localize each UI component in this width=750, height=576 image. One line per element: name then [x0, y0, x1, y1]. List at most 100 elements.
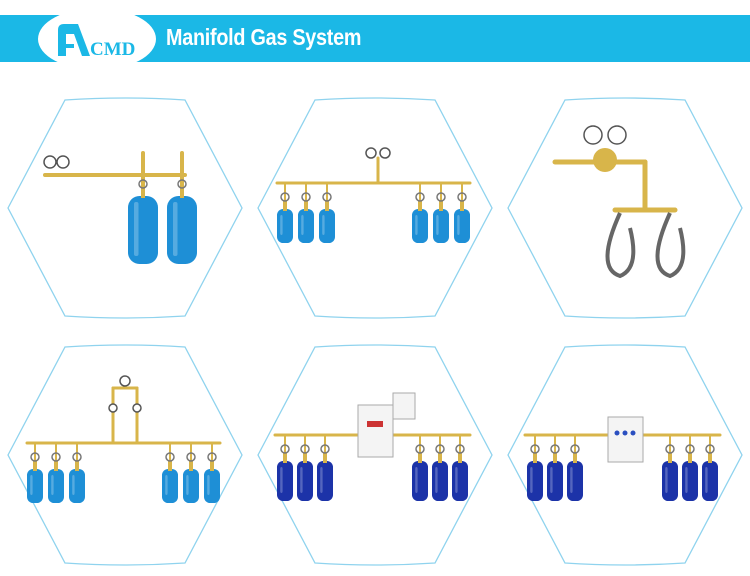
cylinder	[432, 461, 448, 501]
cylinder	[412, 461, 428, 501]
pressure-gauge-icon	[607, 125, 627, 145]
valve	[573, 453, 577, 463]
cylinder-highlight	[570, 467, 573, 493]
valve-handle-icon	[72, 452, 82, 462]
valve-handle-icon	[280, 444, 290, 454]
pressure-gauge-icon	[379, 147, 391, 159]
valve	[283, 201, 287, 211]
cylinder-highlight	[165, 475, 168, 495]
indicator-icon	[614, 430, 620, 436]
cylinder	[128, 196, 158, 264]
cylinder-highlight	[550, 467, 553, 493]
valve-handle-icon	[550, 444, 560, 454]
cylinder-highlight	[280, 215, 283, 235]
valve	[33, 461, 37, 471]
cylinder-highlight	[173, 202, 178, 256]
valve-handle-icon	[177, 179, 187, 189]
cylinder	[527, 461, 543, 501]
valve-handle-icon	[322, 192, 332, 202]
cylinder	[183, 469, 199, 503]
valve	[458, 453, 462, 463]
cylinder	[298, 209, 314, 243]
page-title: Manifold Gas System	[166, 24, 362, 50]
cylinder-highlight	[455, 467, 458, 493]
cylinder	[319, 209, 335, 243]
display	[367, 421, 383, 427]
cylinder	[662, 461, 678, 501]
cylinder	[567, 461, 583, 501]
cylinder	[452, 461, 468, 501]
cylinder-highlight	[457, 215, 460, 235]
cylinder	[412, 209, 428, 243]
pressure-gauge-icon	[43, 155, 57, 169]
cylinder-highlight	[134, 202, 139, 256]
panel-manifold-6-cylinder-control-box	[257, 344, 493, 566]
logo: CMD	[38, 8, 156, 70]
alarm-box	[392, 392, 416, 420]
valve	[668, 453, 672, 463]
valve	[438, 453, 442, 463]
hose	[605, 212, 636, 279]
valve-handle-icon	[51, 452, 61, 462]
cylinder	[167, 196, 197, 264]
valve-handle-icon	[530, 444, 540, 454]
hexagon-frame	[7, 97, 243, 319]
valve	[325, 201, 329, 211]
valve-handle-icon	[665, 444, 675, 454]
panel-regulator-with-hoses	[507, 97, 743, 319]
indicator-icon	[622, 430, 628, 436]
valve-handle-icon	[138, 179, 148, 189]
valve-handle-icon	[436, 192, 446, 202]
cylinder-highlight	[51, 475, 54, 495]
valve	[553, 453, 557, 463]
valve	[180, 188, 184, 198]
valve	[418, 453, 422, 463]
cylinder-highlight	[30, 475, 33, 495]
cylinder-highlight	[186, 475, 189, 495]
cylinder-highlight	[301, 215, 304, 235]
panel-manifold-6-cylinder-tall-regulator	[7, 344, 243, 566]
control-panel	[607, 416, 644, 463]
valve	[75, 461, 79, 471]
valve-handle-icon	[685, 444, 695, 454]
valve-handle-icon	[415, 444, 425, 454]
cylinder-highlight	[207, 475, 210, 495]
cylinder-highlight	[435, 467, 438, 493]
cylinder	[547, 461, 563, 501]
valve	[439, 201, 443, 211]
cylinder	[27, 469, 43, 503]
valve	[168, 461, 172, 471]
valve	[323, 453, 327, 463]
valve	[708, 453, 712, 463]
cylinder	[48, 469, 64, 503]
valve-handle-icon	[165, 452, 175, 462]
pressure-gauge-icon	[56, 155, 70, 169]
pressure-gauge-icon	[583, 125, 603, 145]
cylinder-highlight	[72, 475, 75, 495]
valve-handle-icon	[457, 192, 467, 202]
valve	[533, 453, 537, 463]
valve	[304, 201, 308, 211]
hose	[655, 212, 686, 279]
cylinder	[204, 469, 220, 503]
valve	[141, 188, 145, 198]
pressure-gauge-icon	[132, 403, 142, 413]
valve-handle-icon	[300, 444, 310, 454]
valve	[54, 461, 58, 471]
valve	[418, 201, 422, 211]
cylinder	[702, 461, 718, 501]
valve	[303, 453, 307, 463]
cylinder	[433, 209, 449, 243]
cylinder	[682, 461, 698, 501]
valve-handle-icon	[705, 444, 715, 454]
valve-handle-icon	[30, 452, 40, 462]
cylinder-highlight	[530, 467, 533, 493]
valve-handle-icon	[207, 452, 217, 462]
valve	[210, 461, 214, 471]
indicator-icon	[630, 430, 636, 436]
cylinder	[297, 461, 313, 501]
valve	[283, 453, 287, 463]
cylinder-highlight	[436, 215, 439, 235]
pressure-gauge-icon	[365, 147, 377, 159]
cylinder-highlight	[415, 215, 418, 235]
